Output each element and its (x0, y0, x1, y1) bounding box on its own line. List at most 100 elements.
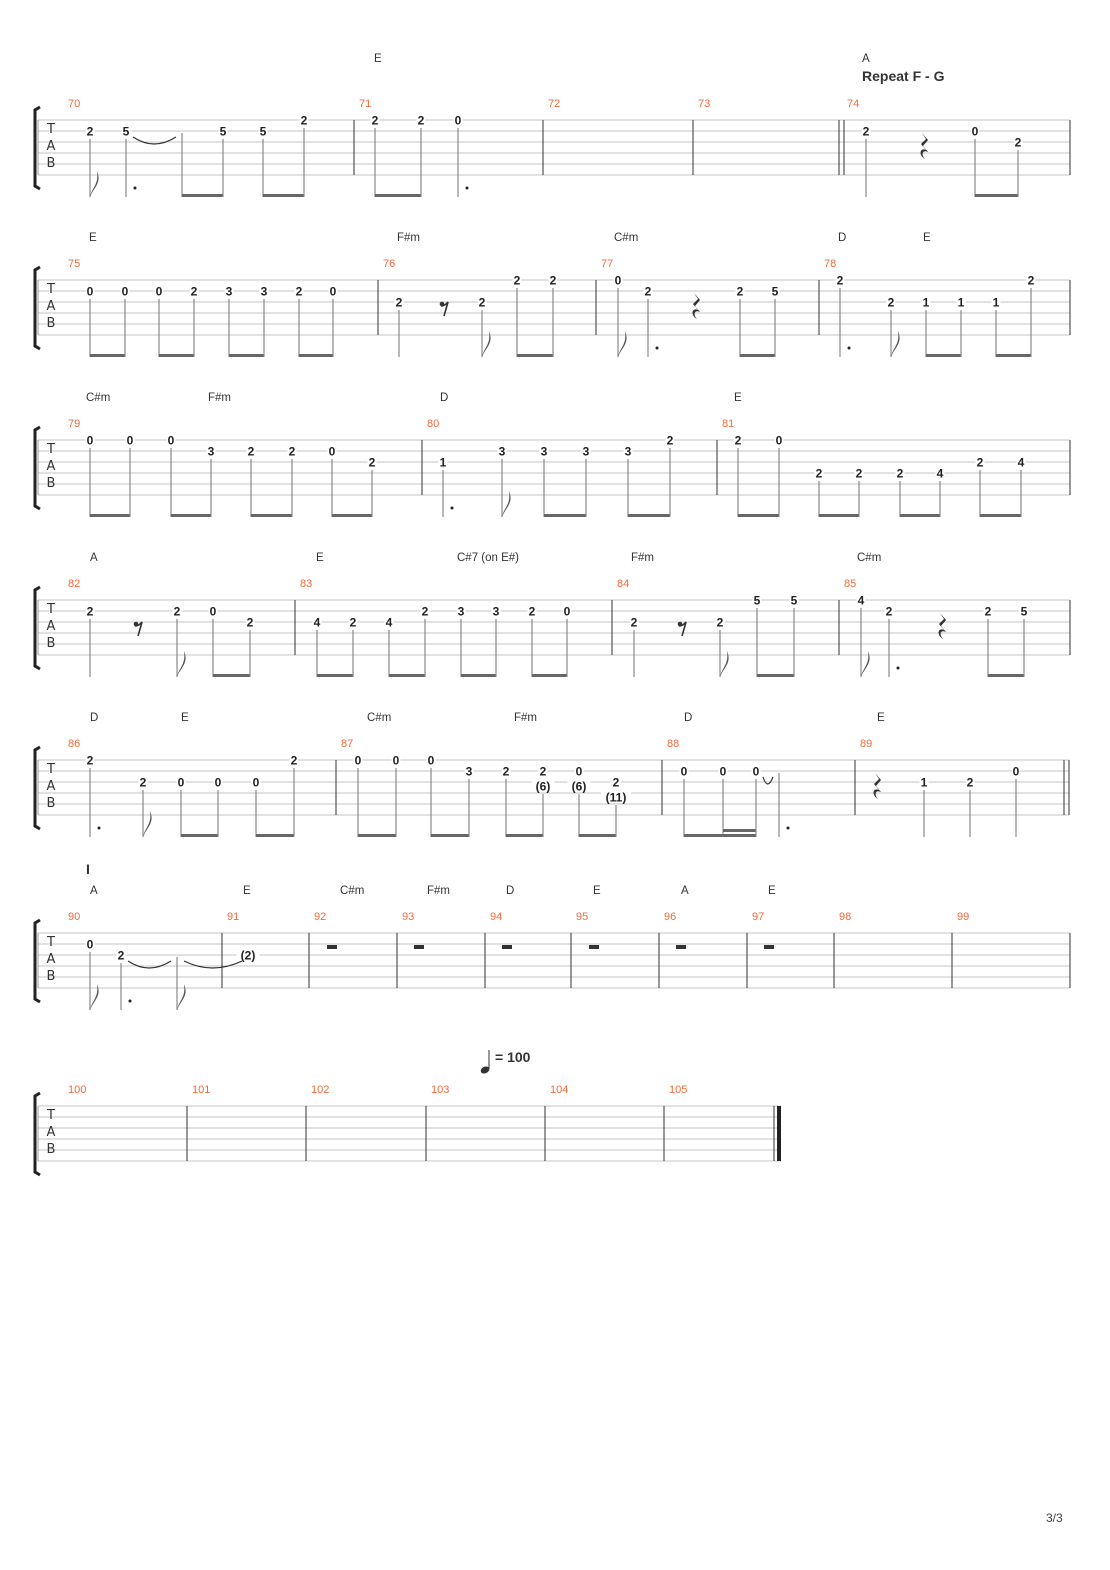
fret-background (85, 938, 95, 950)
fret-number: 3 (261, 285, 268, 299)
fret-background (623, 445, 633, 457)
fret-background (539, 445, 549, 457)
measure-number: 91 (227, 911, 239, 923)
fret-number: 0 (564, 605, 571, 619)
note-beam (461, 674, 496, 677)
fret-number: 2 (645, 285, 652, 299)
fret-number: 0 (720, 765, 727, 779)
tab-clef-letter: T (46, 602, 55, 617)
fret-background (601, 791, 631, 803)
fret-background (138, 776, 148, 788)
measure-number: 84 (617, 578, 629, 590)
fret-background (299, 114, 309, 126)
fret-background (665, 434, 675, 446)
note-beam (975, 194, 1018, 197)
fret-number: 0 (127, 434, 134, 448)
fret-number: 2 (550, 274, 557, 288)
chord-label: C#7 (on E#) (457, 552, 519, 564)
fret-background (562, 605, 572, 617)
eighth-flag-icon (90, 171, 99, 197)
fret-background (501, 765, 511, 777)
fret-background (218, 125, 228, 137)
fret-number: (6) (572, 780, 587, 794)
note-beam (996, 354, 1031, 357)
fret-background (166, 434, 176, 446)
note-beam (684, 834, 723, 837)
quarter-note-icon (480, 1066, 490, 1074)
fret-number: 2 (631, 616, 638, 630)
fret-number: 4 (937, 467, 944, 481)
measure-number: 85 (844, 578, 856, 590)
fret-background (735, 285, 745, 297)
note-beam (159, 354, 194, 357)
fret-background (613, 274, 623, 286)
fret-number: 0 (355, 754, 362, 768)
fret-background (85, 605, 95, 617)
note-beam (181, 834, 218, 837)
whole-rest-icon (589, 945, 599, 949)
fret-background (477, 296, 487, 308)
tie-arc (132, 136, 177, 145)
fret-number: 1 (958, 296, 965, 310)
tab-clef-letter: T (46, 282, 55, 297)
fret-background (770, 285, 780, 297)
measure-number: 78 (824, 258, 836, 270)
measure-number: 86 (68, 738, 80, 750)
fret-number: 3 (458, 605, 465, 619)
measure-number: 95 (576, 911, 588, 923)
fret-background (835, 274, 845, 286)
fret-background (512, 274, 522, 286)
tab-clef-letter: A (47, 1125, 56, 1140)
note-beam (900, 514, 940, 517)
tab-clef-letter: T (46, 442, 55, 457)
fret-background (287, 445, 297, 457)
dotted-note-dot (450, 506, 454, 510)
measure-number: 75 (68, 258, 80, 270)
fret-background (643, 285, 653, 297)
system-bracket (33, 425, 41, 511)
measure-number: 88 (667, 738, 679, 750)
tab-clef-letter: B (47, 969, 56, 984)
dotted-note-dot (133, 186, 137, 190)
fret-background (85, 434, 95, 446)
fret-number: 2 (247, 616, 254, 630)
fret-background (213, 776, 223, 788)
tempo-marking: = 100 (495, 1049, 531, 1065)
tab-clef-letter: A (47, 952, 56, 967)
fret-background (245, 616, 255, 628)
measure-number: 102 (311, 1084, 329, 1096)
whole-rest-icon (764, 945, 774, 949)
note-beam (988, 674, 1024, 677)
fret-background (121, 125, 131, 137)
note-beam (723, 834, 756, 837)
fret-background (312, 616, 322, 628)
fret-number: 2 (967, 776, 974, 790)
fret-background (1011, 765, 1021, 777)
fret-number: 2 (735, 434, 742, 448)
fret-background (367, 456, 377, 468)
measure-number: 79 (68, 418, 80, 430)
chord-label: E (374, 53, 382, 65)
fret-background (991, 296, 1001, 308)
fret-number: 1 (921, 776, 928, 790)
fret-number: 2 (418, 114, 425, 128)
eighth-flag-icon (891, 331, 900, 357)
fret-number: (11) (606, 791, 627, 805)
fret-background (581, 445, 591, 457)
system-bracket (33, 585, 41, 671)
chord-label: F#m (427, 885, 450, 897)
fret-background (208, 605, 218, 617)
measure-number: 92 (314, 911, 326, 923)
fret-number: 2 (514, 274, 521, 288)
fret-number: 0 (87, 938, 94, 952)
fret-number: 2 (503, 765, 510, 779)
measure-number: 77 (601, 258, 613, 270)
fret-background (970, 125, 980, 137)
fret-background (154, 285, 164, 297)
note-beam (517, 354, 553, 357)
fret-number: 5 (772, 285, 779, 299)
fret-number: 0 (576, 765, 583, 779)
fret-background (224, 285, 234, 297)
note-beam (431, 834, 469, 837)
